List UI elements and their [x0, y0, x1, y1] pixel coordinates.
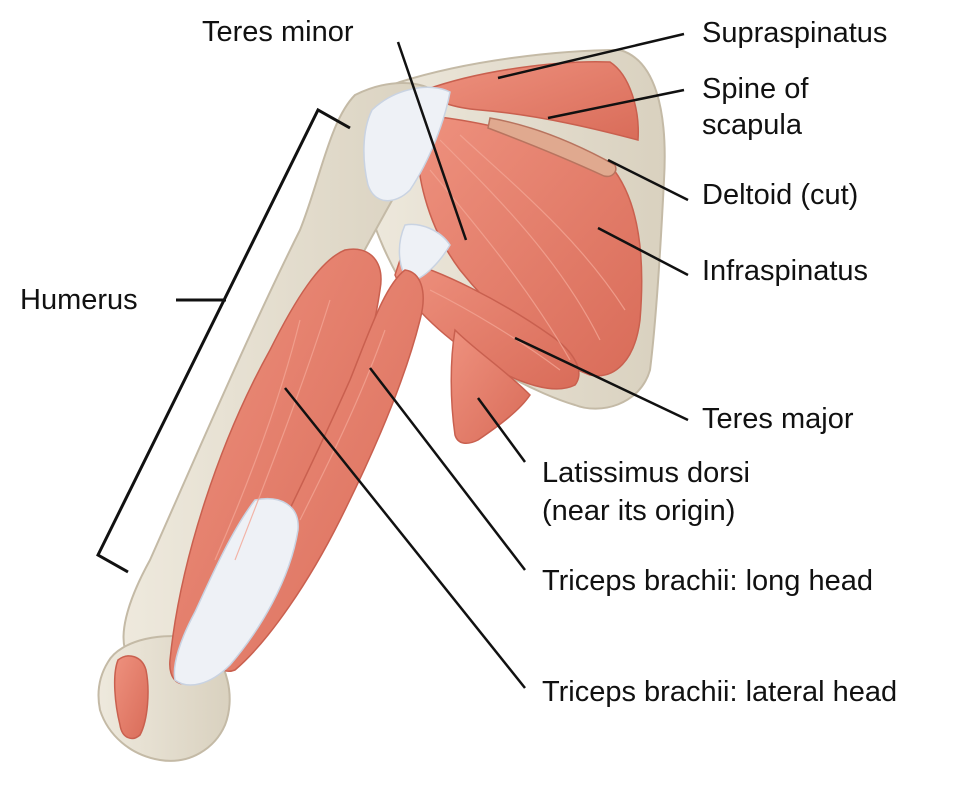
- label-spine-of-scapula-line1: Spine of: [702, 73, 809, 105]
- rotator-tendons: [363, 86, 451, 202]
- label-teres-minor: Teres minor: [202, 16, 354, 48]
- label-triceps-long-head: Triceps brachii: long head: [542, 565, 873, 597]
- teres-major-muscle: [394, 259, 580, 390]
- scapula-spine-ridge: [487, 117, 617, 178]
- leader-lines: [284, 32, 689, 689]
- label-deltoid-cut: Deltoid (cut): [702, 179, 859, 211]
- label-triceps-lateral-head: Triceps brachii: lateral head: [542, 676, 898, 708]
- label-humerus: Humerus: [20, 284, 138, 316]
- label-spine-of-scapula-line2: scapula: [702, 109, 802, 141]
- long-head-tendon: [398, 223, 451, 283]
- supraspinatus-muscle: [423, 61, 639, 141]
- label-teres-major: Teres major: [702, 403, 854, 435]
- latissimus-muscle: [450, 328, 531, 445]
- humerus-bracket: [96, 107, 351, 574]
- label-supraspinatus: Supraspinatus: [702, 17, 888, 49]
- triceps-distal-tendon: [173, 498, 299, 686]
- muscle-fibers: [214, 134, 626, 561]
- anconeus-muscle: [113, 655, 149, 740]
- label-infraspinatus: Infraspinatus: [702, 255, 869, 287]
- label-latissimus-line1: Latissimus dorsi: [542, 457, 750, 489]
- label-latissimus-line2: (near its origin): [542, 495, 736, 527]
